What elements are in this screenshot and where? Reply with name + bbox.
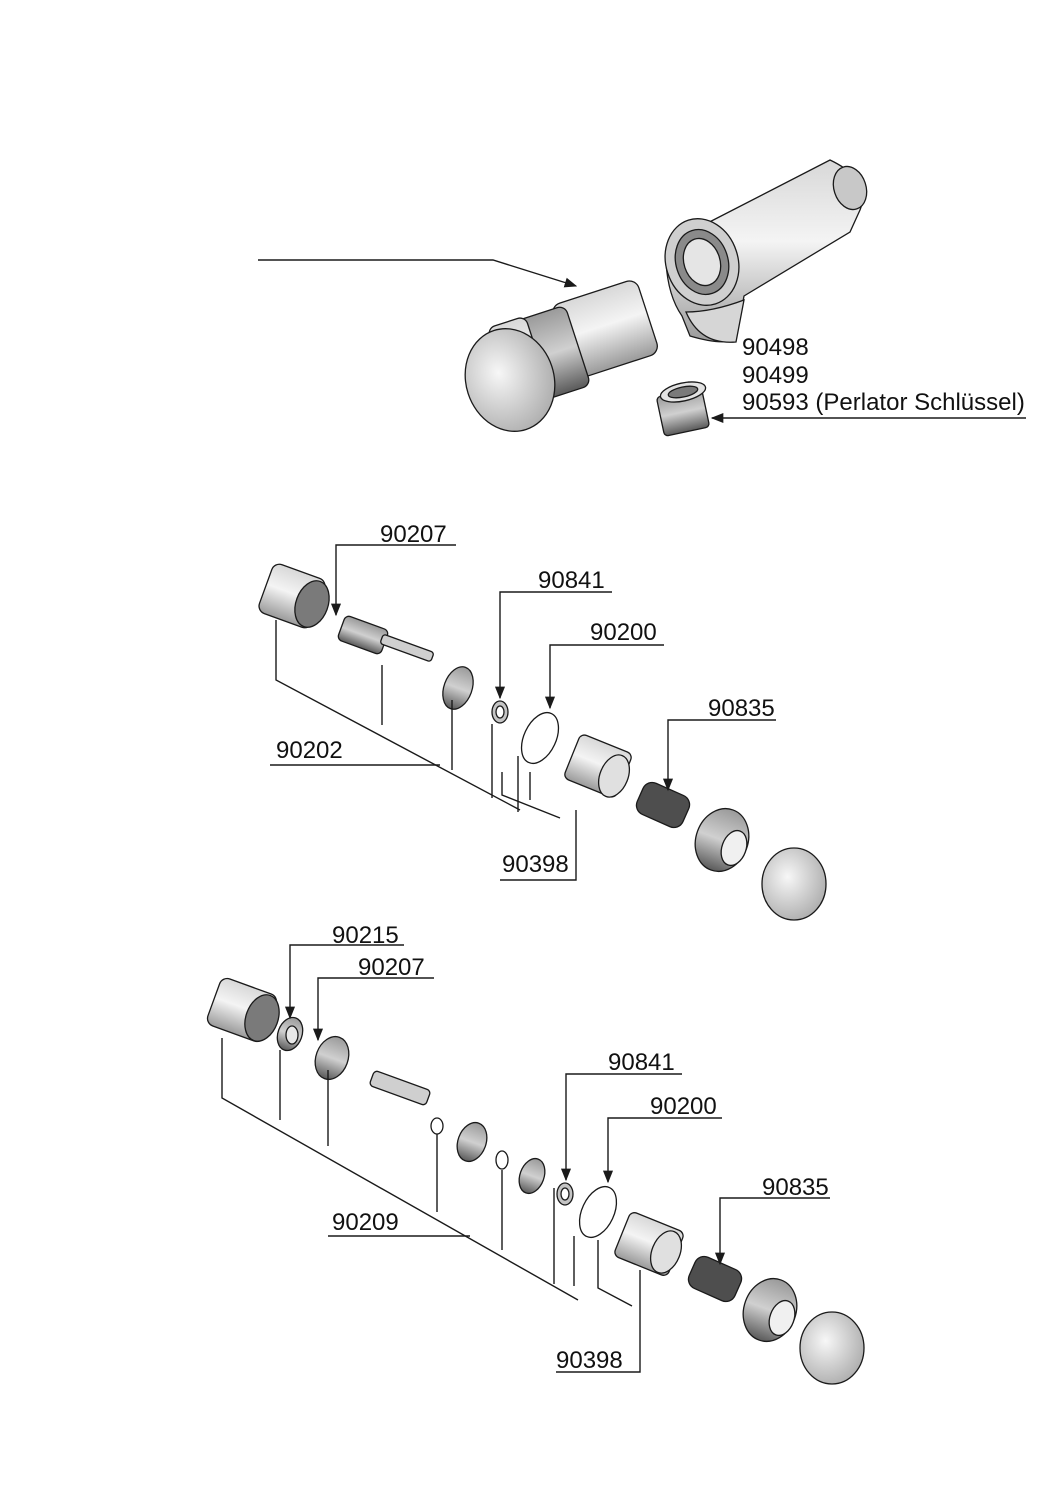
gear-ring-2 <box>518 1157 546 1195</box>
label-90200-2: 90200 <box>650 1093 717 1120</box>
leader-90200-2 <box>602 1117 722 1184</box>
nut-90398-2 <box>614 1212 684 1276</box>
leader-90835-2 <box>714 1197 830 1266</box>
leader-90200-1 <box>544 644 664 710</box>
oring-small-2a <box>430 1117 444 1135</box>
washer-90841-1 <box>491 700 509 724</box>
bracket-90209-2 <box>221 1038 579 1301</box>
outlet-housing <box>664 159 868 343</box>
leader-90398-2 <box>556 1240 641 1373</box>
label-90499: 90499 <box>742 362 809 389</box>
sleeve-1 <box>258 563 330 629</box>
label-90841-1: 90841 <box>538 567 605 594</box>
perlator-aerator <box>656 381 710 437</box>
sleeve-2 <box>206 977 280 1043</box>
washer-90841-2 <box>556 1182 574 1206</box>
oring-90200-1 <box>520 711 560 765</box>
cartridge-with-cap <box>464 280 658 432</box>
label-90207-1: 90207 <box>380 521 447 548</box>
hub-2 <box>456 1121 488 1163</box>
spring-90835-2 <box>687 1255 743 1303</box>
label-90841-2: 90841 <box>608 1049 675 1076</box>
nut-90398-1 <box>564 734 632 798</box>
label-90835-2: 90835 <box>762 1174 829 1201</box>
oring-small-2b <box>495 1150 509 1170</box>
cap-housing-1 <box>694 807 750 873</box>
label-90209-2: 90209 <box>332 1209 399 1236</box>
oring-90200-2 <box>578 1185 618 1239</box>
ring-90215-2 <box>276 1016 304 1052</box>
spindle-90207-2 <box>314 1035 431 1106</box>
label-90398-2: 90398 <box>556 1347 623 1374</box>
leader-90215-2 <box>284 944 404 1020</box>
label-90215-2: 90215 <box>332 922 399 949</box>
label-90200-1: 90200 <box>590 619 657 646</box>
cartridge-assembly-1: 90207 90841 90200 90835 90202 90398 <box>258 521 827 921</box>
label-90835-1: 90835 <box>708 695 775 722</box>
bracket-90202-1 <box>275 620 521 812</box>
cap-housing-2 <box>742 1277 798 1343</box>
leader-90841-1 <box>494 591 612 700</box>
leader-90398-1 <box>500 772 577 881</box>
leader-90841-2 <box>560 1073 682 1182</box>
label-90593-perlator-key: 90593 (Perlator Schlüssel) <box>742 389 1025 416</box>
label-90202-1: 90202 <box>276 737 343 764</box>
knob-cap-2 <box>799 1311 865 1385</box>
gear-ring-1 <box>442 666 474 710</box>
label-90398-1: 90398 <box>502 851 569 878</box>
pointer-line-cartridge <box>258 259 578 288</box>
spindle-90207-1 <box>337 615 434 662</box>
leader-90207-2 <box>312 977 434 1042</box>
knob-cap-1 <box>761 847 827 921</box>
leader-90207-1 <box>330 544 456 617</box>
top-assembly: 90498 90499 90593 (Perlator Schlüssel) <box>258 159 1026 437</box>
label-90498: 90498 <box>742 334 809 361</box>
spring-90835-1 <box>635 781 691 829</box>
label-90207-2: 90207 <box>358 954 425 981</box>
leader-90835-1 <box>662 719 776 792</box>
cartridge-assembly-2: 90215 90207 90841 90200 90835 90209 9039… <box>206 922 865 1385</box>
